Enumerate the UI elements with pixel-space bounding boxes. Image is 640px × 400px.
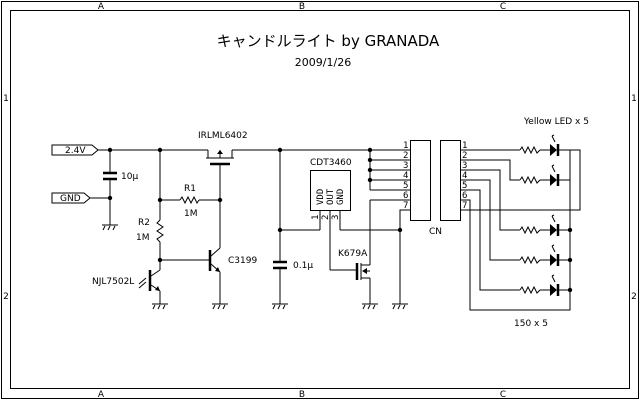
- capacitor-10u: [103, 171, 117, 181]
- resistor-150-2: [519, 175, 541, 185]
- ground-symbol: [272, 303, 288, 310]
- cn-right-pin-3: 3: [462, 161, 467, 171]
- phototransistor-label: NJL7502L: [92, 277, 134, 287]
- cn-right-pin-5: 5: [462, 181, 467, 191]
- port-gnd: GND: [51, 192, 91, 204]
- mosfet-k679a: [330, 200, 371, 304]
- port-vcc-label: 2.4V: [65, 146, 86, 156]
- led-group-label: Yellow LED x 5: [523, 117, 589, 127]
- led-1: [550, 144, 557, 156]
- cn-left-pin-7: 7: [403, 201, 408, 211]
- phototransistor-njl7502l: [138, 269, 161, 304]
- ground-symbol: [392, 303, 408, 310]
- zone-row-2-right: 2: [631, 292, 637, 302]
- capacitor-0u1: [273, 260, 287, 270]
- mosfet-irlml6402: [206, 150, 234, 200]
- connector-cn-left: [410, 140, 431, 221]
- r1-ref: R1: [184, 184, 196, 194]
- zone-row-1-right: 1: [631, 94, 637, 104]
- r2-value: 1M: [136, 233, 150, 243]
- capacitor-0u1-label: 0.1μ: [293, 261, 313, 271]
- resistor-r2: [156, 219, 164, 243]
- ic-pin-out: OUT: [326, 188, 336, 205]
- resistor-150-3: [519, 225, 541, 235]
- ic-pin-num-2: 2: [321, 215, 331, 220]
- led-2: [550, 174, 557, 186]
- led-5: [550, 284, 557, 296]
- zone-col-b-bottom: B: [299, 390, 305, 400]
- cn-left-pin-6: 6: [403, 191, 408, 201]
- port-vcc: 2.4V: [51, 144, 99, 156]
- resistor-150-4: [519, 255, 541, 265]
- cn-right-pin-6: 6: [462, 191, 467, 201]
- cn-right-pin-7: 7: [462, 201, 467, 211]
- ground-symbol: [152, 303, 168, 310]
- led-row-1: [519, 134, 570, 156]
- schematic-title: キャンドルライト by GRANADA: [217, 32, 440, 50]
- zone-row-2-left: 2: [3, 292, 9, 302]
- resistor-r1: [179, 195, 200, 205]
- schematic-date: 2009/1/26: [295, 56, 351, 69]
- cn-left-pin-2: 2: [403, 151, 408, 161]
- inner-frame: [10, 10, 630, 389]
- cn-right-pin-4: 4: [462, 171, 467, 181]
- led-row-5: [519, 274, 573, 296]
- ground-symbol: [362, 303, 378, 310]
- zone-col-c-top: C: [500, 2, 506, 12]
- mosfet-irlml6402-label: IRLML6402: [198, 131, 248, 141]
- zone-col-a-bottom: A: [98, 390, 105, 400]
- r2-ref: R2: [138, 218, 150, 228]
- resistor-150-1: [519, 145, 541, 155]
- led-row-3: [519, 214, 573, 236]
- zone-col-b-top: B: [299, 2, 305, 12]
- cn-left-pin-1: 1: [403, 141, 408, 151]
- r1-value: 1M: [184, 209, 198, 219]
- resistor-150-5: [519, 285, 541, 295]
- cn-left-pin-4: 4: [403, 171, 408, 181]
- led-row-2: [519, 164, 570, 186]
- zone-col-a-top: A: [98, 2, 105, 12]
- ic-pin-num-1: 1: [311, 215, 321, 220]
- connector-cn-right: [440, 140, 461, 221]
- junction: [567, 257, 573, 263]
- cn-left-pin-3: 3: [403, 161, 408, 171]
- led-3: [550, 224, 557, 236]
- cn-right-pin-2: 2: [462, 151, 467, 161]
- ground-symbol: [212, 303, 228, 310]
- ic-pin-num-3: 3: [331, 215, 341, 220]
- led-4: [550, 254, 557, 266]
- junction: [567, 227, 573, 233]
- ground-symbol: [102, 224, 118, 231]
- ic-cdt3460-label: CDT3460: [310, 158, 352, 168]
- junction: [567, 287, 573, 293]
- ic-pin-gnd: GND: [336, 189, 346, 205]
- zone-col-c-bottom: C: [500, 390, 506, 400]
- resistor-group-label: 150 x 5: [514, 319, 548, 329]
- ic-cdt3460: [310, 170, 351, 270]
- zone-row-1-left: 1: [3, 94, 9, 104]
- cn-left-pin-5: 5: [403, 181, 408, 191]
- ic-pin-vdd: VDD: [316, 189, 326, 205]
- led-row-4: [519, 244, 573, 266]
- port-gnd-label: GND: [60, 194, 81, 204]
- connector-label: CN: [429, 227, 442, 237]
- mosfet-k679a-label: K679A: [338, 249, 368, 259]
- transistor-c3199-label: C3199: [228, 256, 257, 266]
- cn-right-pin-1: 1: [462, 141, 467, 151]
- transistor-c3199: [160, 247, 221, 304]
- capacitor-10u-label: 10μ: [121, 172, 138, 182]
